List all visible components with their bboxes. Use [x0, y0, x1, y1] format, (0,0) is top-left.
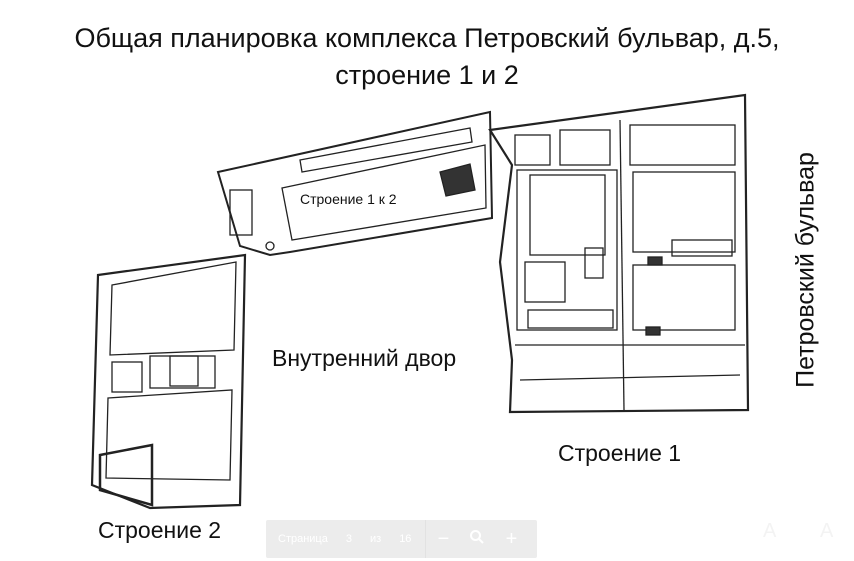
- viewer-toolbar: Страница 3 из 16 − +: [266, 520, 537, 558]
- plus-icon: +: [505, 527, 518, 550]
- building2-label: Строение 2: [98, 517, 222, 543]
- of-label: из: [369, 533, 382, 545]
- magnifier-icon: [470, 529, 485, 544]
- zoom-out-button[interactable]: −: [426, 528, 460, 551]
- street-label: Петровский бульвар: [791, 152, 820, 388]
- plan-title-line2: строение 1 и 2: [335, 60, 519, 90]
- text-size-icon[interactable]: A: [820, 520, 834, 542]
- total-pages: 16: [399, 533, 412, 545]
- courtyard-label: Внутренний двор: [272, 345, 457, 371]
- minus-icon: −: [437, 527, 450, 550]
- current-page-input[interactable]: 3: [345, 533, 352, 545]
- text-size-icon[interactable]: A: [763, 520, 777, 542]
- connector-building: [216, 110, 494, 257]
- toolbar-divider: [425, 520, 427, 558]
- connector-building-label: Строение 1 к 2: [300, 191, 397, 207]
- zoom-reset-button[interactable]: [460, 528, 494, 551]
- page-label: Страница: [278, 533, 328, 545]
- building-1: [488, 93, 750, 414]
- zoom-in-button[interactable]: +: [494, 528, 528, 551]
- building1-label: Строение 1: [558, 440, 682, 466]
- plan-title-line1: Общая планировка комплекса Петровский бу…: [74, 23, 780, 53]
- building-2: [90, 253, 247, 510]
